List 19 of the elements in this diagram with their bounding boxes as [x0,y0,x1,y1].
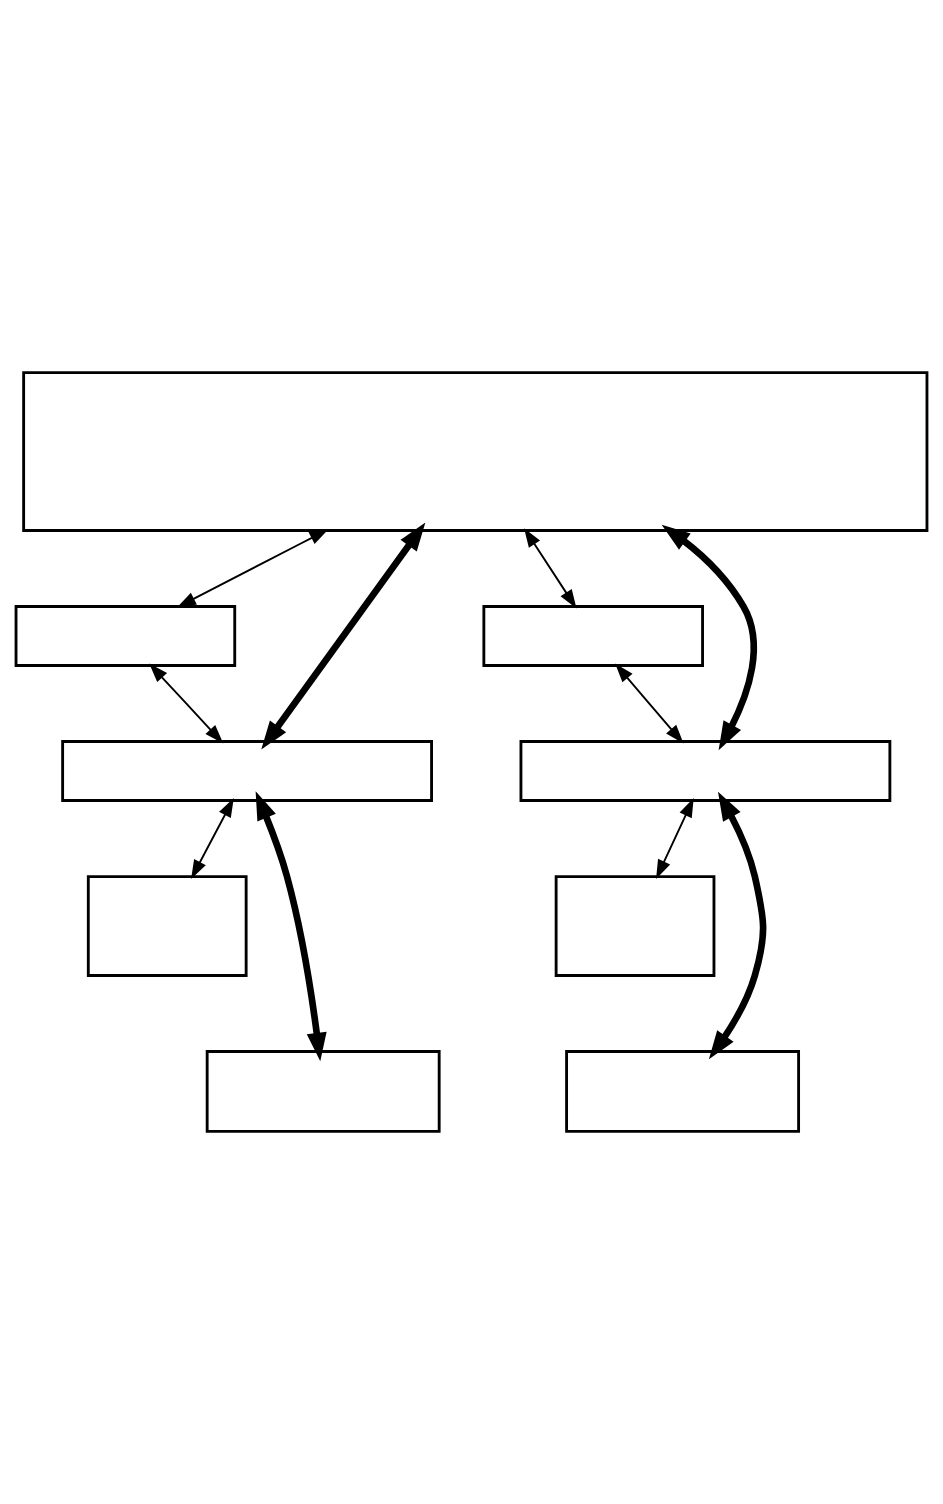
arrow [261,522,426,750]
arrow [524,528,577,609]
arrow [191,798,234,879]
node-box [554,875,716,977]
node-box [482,605,704,667]
node-box [14,605,237,667]
node-box [22,371,929,532]
node-box [565,1050,801,1133]
arrow [615,663,684,744]
arrow [255,791,327,1062]
node-box [61,740,433,802]
arrow [149,663,224,744]
arrow [177,529,329,608]
node-box [205,1050,441,1133]
node-box [86,875,248,977]
arrow [661,524,758,751]
arrow [656,798,694,879]
node-box [519,740,892,802]
arrow [708,791,767,1060]
